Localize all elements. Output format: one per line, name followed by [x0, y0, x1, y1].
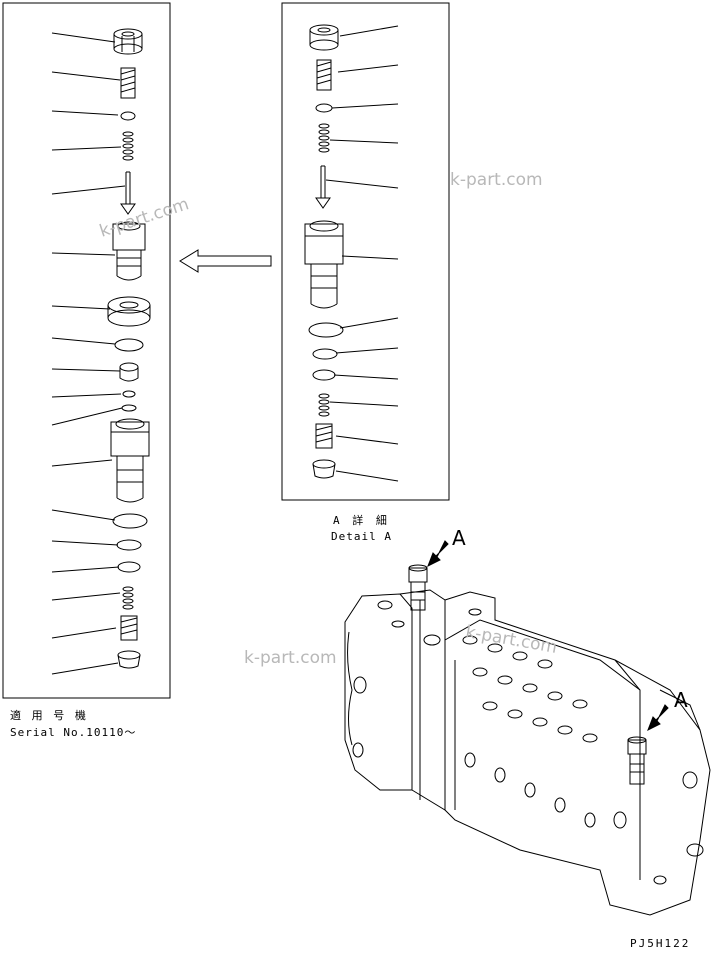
valve-ports	[391, 608, 598, 828]
detail-o-ring-3	[312, 369, 336, 381]
left-spring-lower	[120, 615, 138, 641]
left-o-ring-4	[117, 561, 141, 573]
detail-spring-lower	[315, 423, 333, 449]
left-small-spring	[122, 131, 134, 161]
detail-a-frame	[281, 2, 450, 501]
detail-small-ring-1	[315, 103, 333, 113]
left-o-ring-1	[114, 338, 144, 352]
drawing-code: PJ5H122	[630, 937, 691, 950]
detail-label-jp: A 詳 細	[333, 514, 388, 527]
left-cap-bottom	[117, 650, 141, 669]
watermark: k-part.com	[244, 648, 337, 668]
left-o-ring-2	[112, 513, 148, 529]
detail-leader-lines	[325, 25, 399, 482]
left-parts-frame	[2, 2, 171, 699]
detail-cap-bottom	[312, 459, 336, 479]
view-marker-a: A	[674, 688, 689, 712]
left-small-spring-2	[122, 586, 134, 610]
left-poppet-pin	[120, 171, 136, 215]
relief-valve-a1	[408, 564, 428, 611]
detail-o-ring-2	[312, 348, 338, 360]
pointer-arrow-a2	[647, 704, 669, 732]
left-o-ring-3	[116, 539, 142, 551]
detail-valve-body	[304, 220, 344, 309]
detail-direction-arrow	[179, 249, 272, 273]
detail-o-ring-1	[308, 322, 344, 338]
detail-small-spring-2	[318, 393, 330, 417]
left-nut-top	[113, 28, 143, 55]
detail-spring-upper	[316, 59, 332, 91]
left-leader-lines	[51, 32, 126, 675]
relief-valve-a2	[627, 736, 647, 785]
left-seat	[119, 362, 139, 382]
detail-poppet-pin	[315, 165, 331, 209]
watermark: k-part.com	[450, 170, 543, 190]
left-spring-upper	[120, 67, 136, 99]
left-small-ring-3	[121, 404, 137, 412]
serial-label-jp: 適 用 号 機	[10, 709, 87, 722]
serial-label-en: Serial No.10110～	[10, 726, 137, 739]
detail-label-en: Detail A	[331, 530, 392, 543]
left-valve-body-upper	[112, 221, 146, 281]
left-small-ring-2	[122, 390, 136, 398]
detail-small-spring	[318, 123, 330, 153]
left-large-nut	[107, 296, 151, 327]
detail-nut-top	[309, 24, 339, 51]
view-marker-a: A	[452, 526, 467, 550]
left-small-ring-1	[120, 111, 136, 121]
left-valve-body-lower	[110, 418, 150, 503]
control-valve-assembly	[344, 540, 711, 916]
pointer-arrow-a1	[427, 540, 449, 568]
